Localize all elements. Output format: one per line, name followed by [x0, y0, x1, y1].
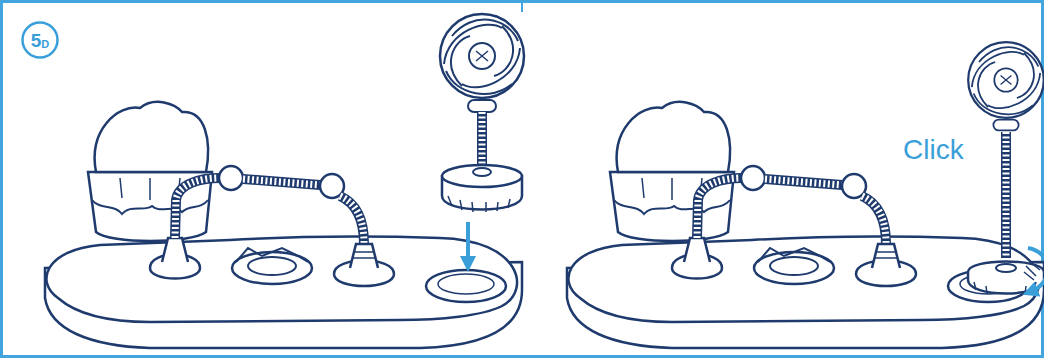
cap-ridges — [448, 196, 510, 212]
assembly-scene — [567, 102, 1044, 348]
assembly-scene — [45, 102, 522, 348]
wheel-part — [440, 14, 524, 112]
wheel-part — [968, 42, 1044, 130]
cap-hole — [996, 264, 1016, 272]
cap-top — [442, 165, 522, 187]
cap-ridges — [974, 282, 1036, 294]
node-content: 5D — [21, 21, 59, 59]
step-number-text: 5 — [31, 31, 42, 50]
step-number: 5D — [21, 21, 59, 59]
click-lines — [1024, 262, 1040, 280]
spring-stem — [1001, 132, 1011, 258]
click-text: Click — [903, 134, 964, 166]
frame-tick — [521, 2, 523, 13]
step-circle — [23, 23, 58, 58]
spring-stem-coil — [1003, 132, 1010, 258]
step-suffix-text: D — [41, 39, 49, 50]
insert-arrow — [466, 222, 470, 264]
spring-stem — [477, 112, 487, 164]
spring-stem-coil — [479, 112, 486, 164]
cap-hole — [473, 168, 491, 176]
